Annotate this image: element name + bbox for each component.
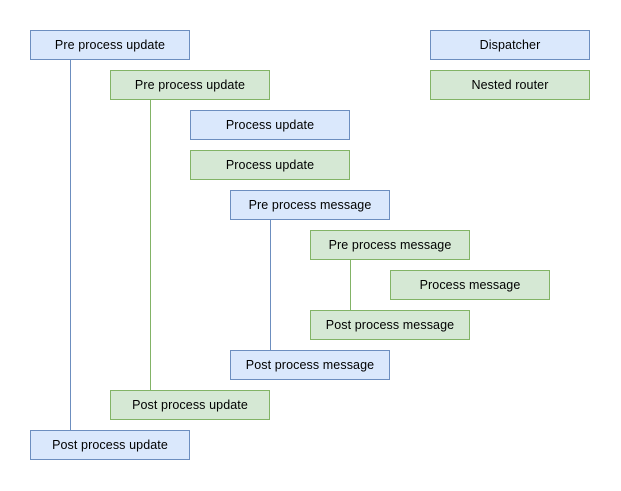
legend-item-label: Dispatcher	[479, 37, 541, 52]
legend-item-label: Nested router	[471, 77, 549, 92]
node-label: Post process update	[132, 397, 248, 412]
node-pre-process-update[interactable]: Pre process update	[110, 70, 270, 100]
node-label: Pre process update	[54, 37, 166, 52]
router-message-spine	[350, 260, 351, 310]
node-pre-process-message[interactable]: Pre process message	[230, 190, 390, 220]
node-post-process-update[interactable]: Post process update	[30, 430, 190, 460]
node-label: Pre process update	[134, 77, 246, 92]
node-pre-process-update[interactable]: Pre process update	[30, 30, 190, 60]
node-label: Process update	[225, 157, 315, 172]
node-post-process-message[interactable]: Post process message	[310, 310, 470, 340]
node-process-update[interactable]: Process update	[190, 150, 350, 180]
node-label: Process message	[419, 277, 521, 292]
node-post-process-update[interactable]: Post process update	[110, 390, 270, 420]
dispatcher-message-spine	[270, 220, 271, 350]
legend-item-dispatcher[interactable]: Dispatcher	[430, 30, 590, 60]
legend-item-nested-router[interactable]: Nested router	[430, 70, 590, 100]
node-process-update[interactable]: Process update	[190, 110, 350, 140]
router-update-spine	[150, 100, 151, 390]
node-label: Pre process message	[248, 197, 372, 212]
node-post-process-message[interactable]: Post process message	[230, 350, 390, 380]
node-label: Process update	[225, 117, 315, 132]
node-label: Post process update	[52, 437, 168, 452]
node-pre-process-message[interactable]: Pre process message	[310, 230, 470, 260]
node-process-message[interactable]: Process message	[390, 270, 550, 300]
dispatcher-update-spine	[70, 60, 71, 430]
node-label: Post process message	[325, 317, 455, 332]
node-label: Pre process message	[328, 237, 452, 252]
node-label: Post process message	[245, 357, 375, 372]
